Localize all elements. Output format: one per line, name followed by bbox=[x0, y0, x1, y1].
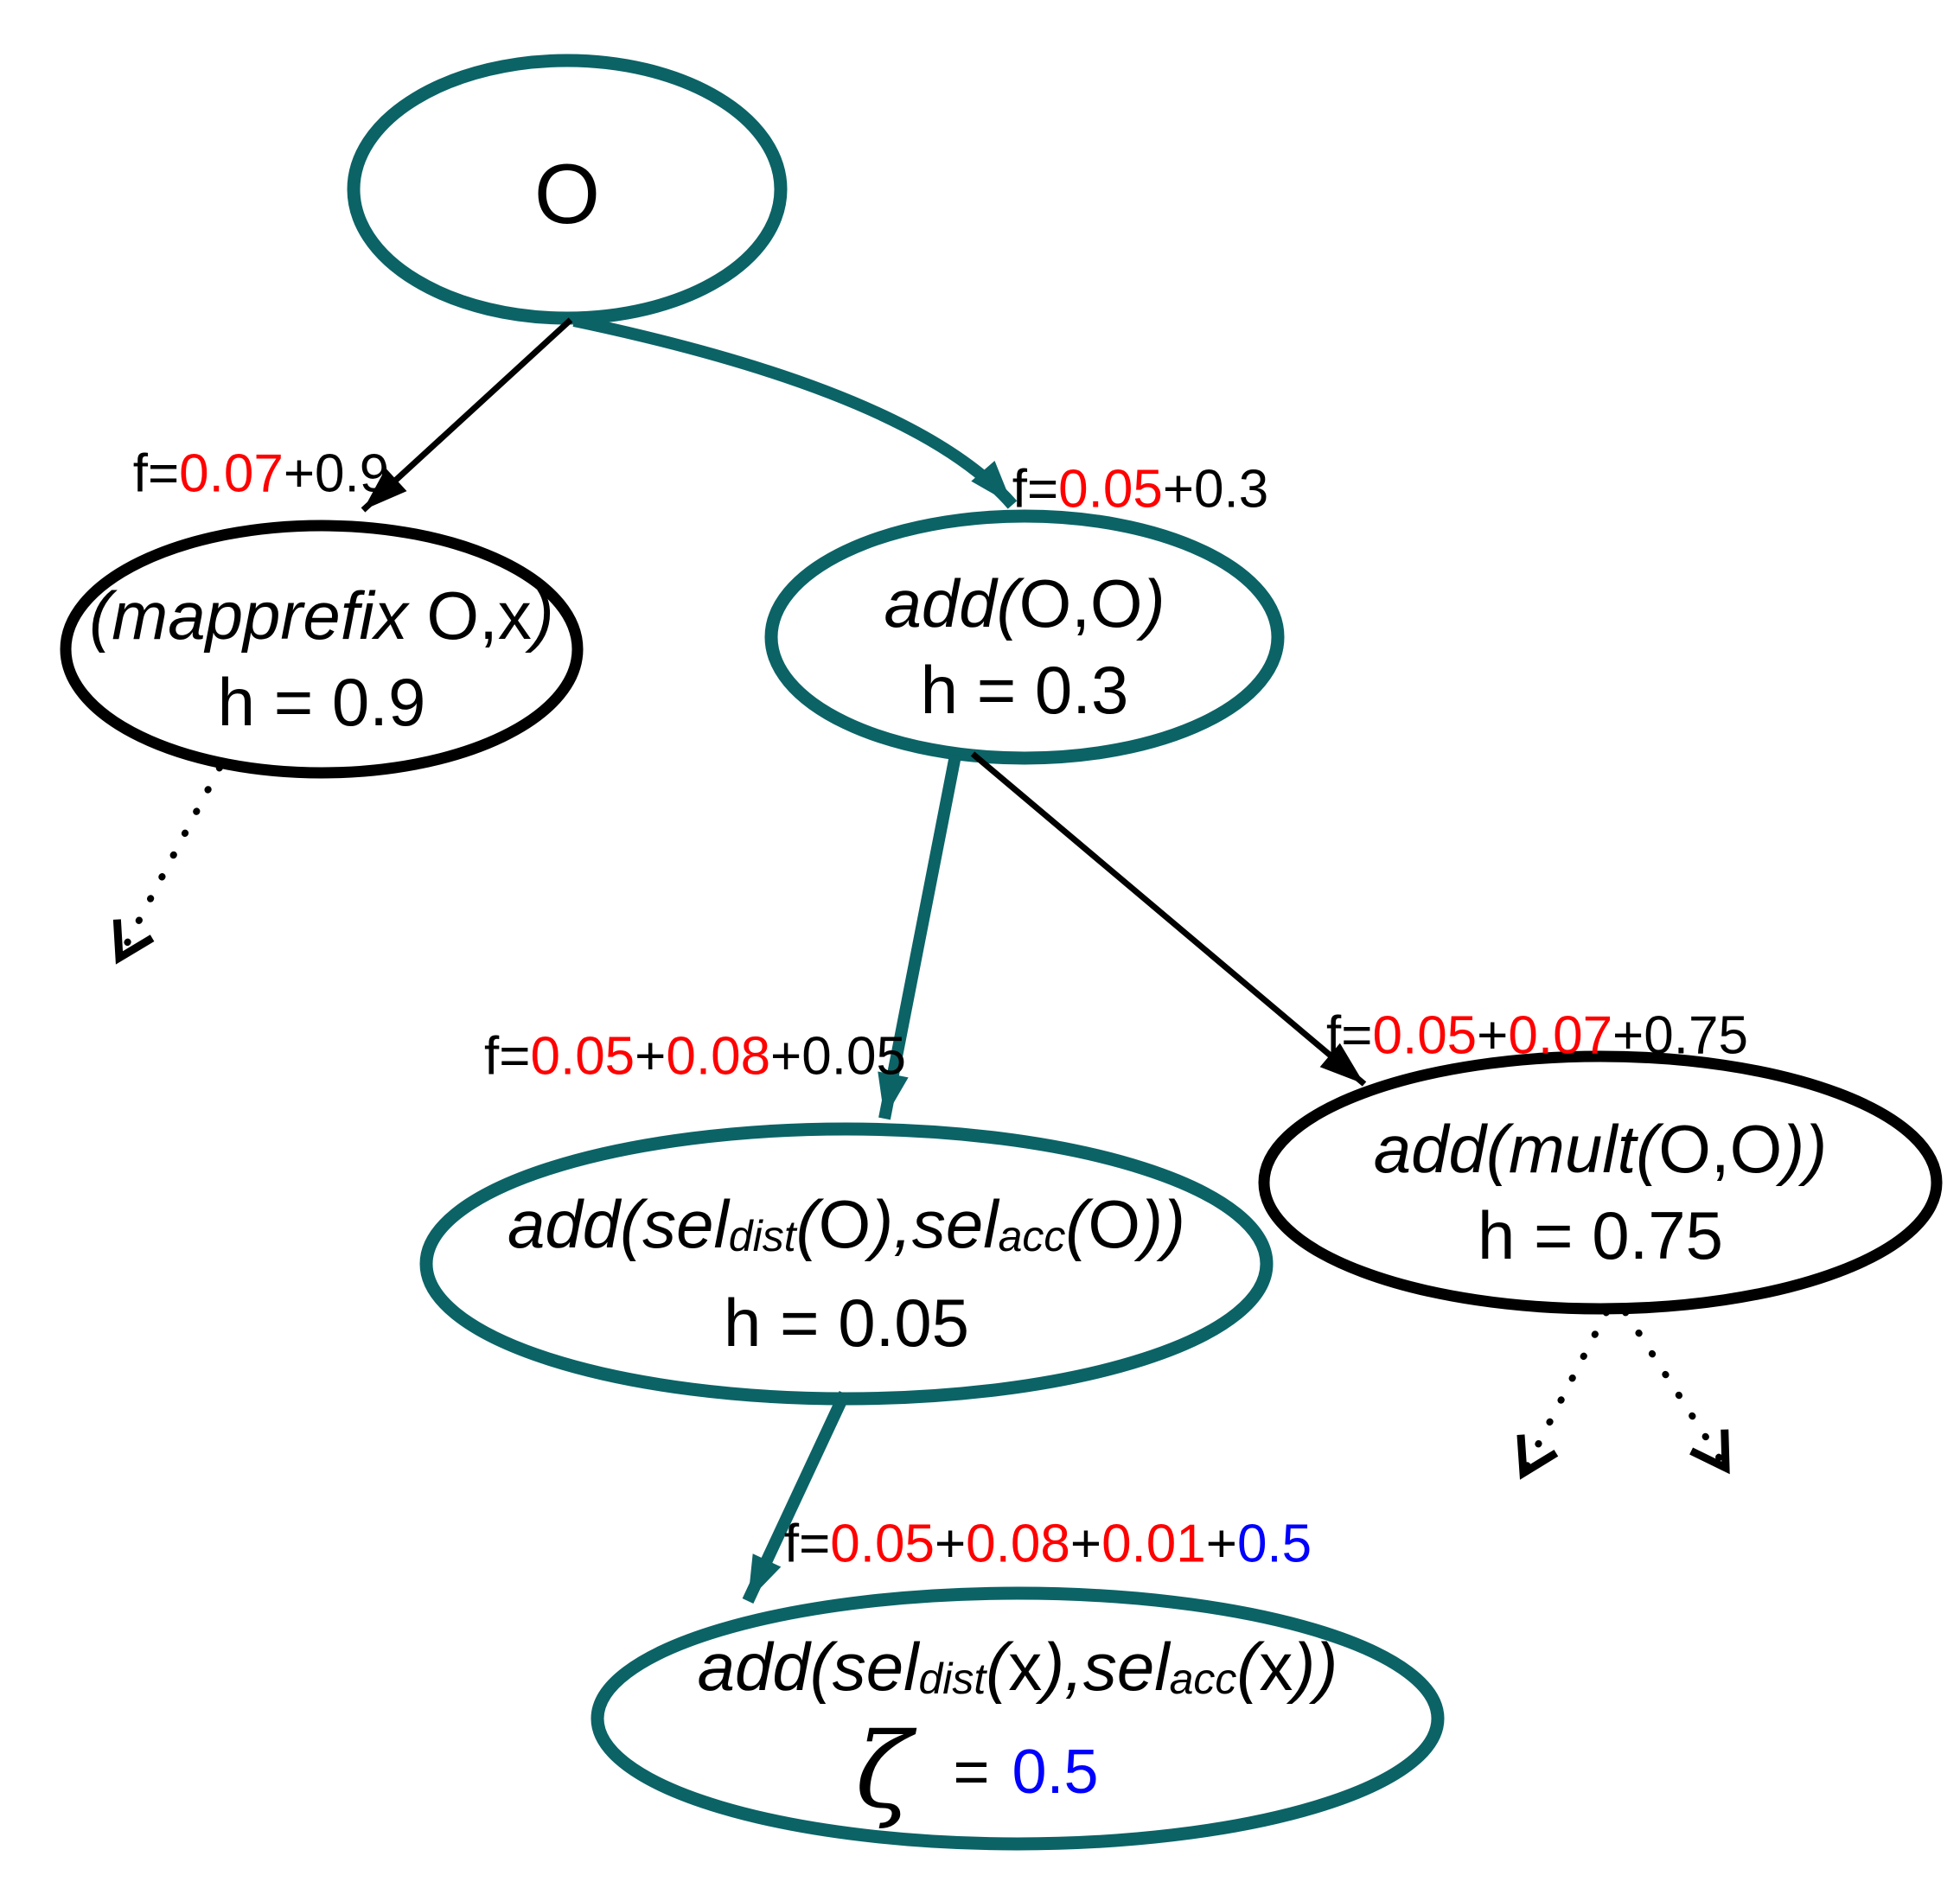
node-add-sel-x-zeta-line: ζ = 0.5 bbox=[855, 1720, 1098, 1824]
node-add-oo-expr: add(O,O) bbox=[884, 565, 1165, 641]
edge-label-add-oo-add-mult: f=0.05+0.07+0.75 bbox=[1326, 1005, 1748, 1066]
node-mapprefix-heuristic: h = 0.9 bbox=[217, 664, 426, 740]
edge-root-to-add-oo bbox=[572, 315, 1018, 509]
node-add-mult-ellipse bbox=[1258, 1050, 1943, 1315]
node-mapprefix-label: (mapprefix O,x) h = 0.9 bbox=[89, 572, 553, 745]
edge-add-oo-to-add-sel-o bbox=[878, 754, 961, 1120]
edge-mapprefix-expansion-dotted bbox=[112, 764, 223, 965]
node-add-sel-o-label: add(seldist(O),selacc(O)) h = 0.05 bbox=[508, 1181, 1185, 1366]
edge-add-oo-to-add-mult bbox=[970, 751, 1367, 1087]
node-root-label: O bbox=[533, 146, 601, 241]
node-mapprefix-expr: (mapprefix O,x) bbox=[89, 577, 554, 654]
node-add-mult-heuristic: h = 0.75 bbox=[1477, 1197, 1724, 1273]
node-add-mult-label: add(mult(O,O)) h = 0.75 bbox=[1374, 1106, 1827, 1279]
edge-label-add-oo-add-sel-o: f=0.05+0.08+0.05 bbox=[484, 1026, 906, 1087]
edge-label-add-sel-o-add-sel-x: f=0.05+0.08+0.01+0.5 bbox=[783, 1514, 1312, 1574]
edge-root-to-mapprefix bbox=[361, 317, 573, 513]
edge-add-sel-o-to-add-sel-x bbox=[742, 1391, 851, 1604]
edge-add-mult-expansion-left-dotted bbox=[1516, 1309, 1610, 1480]
zeta-symbol: ζ bbox=[855, 1712, 912, 1832]
zeta-value: 0.5 bbox=[1012, 1738, 1099, 1807]
node-add-sel-x-ellipse bbox=[591, 1586, 1445, 1851]
node-add-sel-o-heuristic: h = 0.05 bbox=[723, 1285, 970, 1361]
node-mapprefix-ellipse bbox=[60, 520, 584, 779]
node-add-oo-ellipse bbox=[764, 509, 1285, 765]
node-add-oo-label: add(O,O) h = 0.3 bbox=[884, 560, 1165, 733]
edge-add-mult-expansion-right-dotted bbox=[1622, 1309, 1730, 1475]
node-add-sel-o-expr: add(seldist(O),selacc(O)) bbox=[507, 1186, 1186, 1262]
edge-label-root-mapprefix: f=0.07+0.9 bbox=[132, 443, 390, 504]
node-add-sel-x-expr: add(seldist(x),selacc(x)) bbox=[697, 1629, 1338, 1705]
zeta-equals: = bbox=[953, 1738, 990, 1807]
edge-label-root-add-oo: f=0.05+0.3 bbox=[1012, 459, 1269, 520]
node-add-mult-expr: add(mult(O,O)) bbox=[1373, 1111, 1828, 1187]
node-add-oo-heuristic: h = 0.3 bbox=[920, 652, 1129, 728]
node-root-ellipse bbox=[347, 54, 788, 325]
